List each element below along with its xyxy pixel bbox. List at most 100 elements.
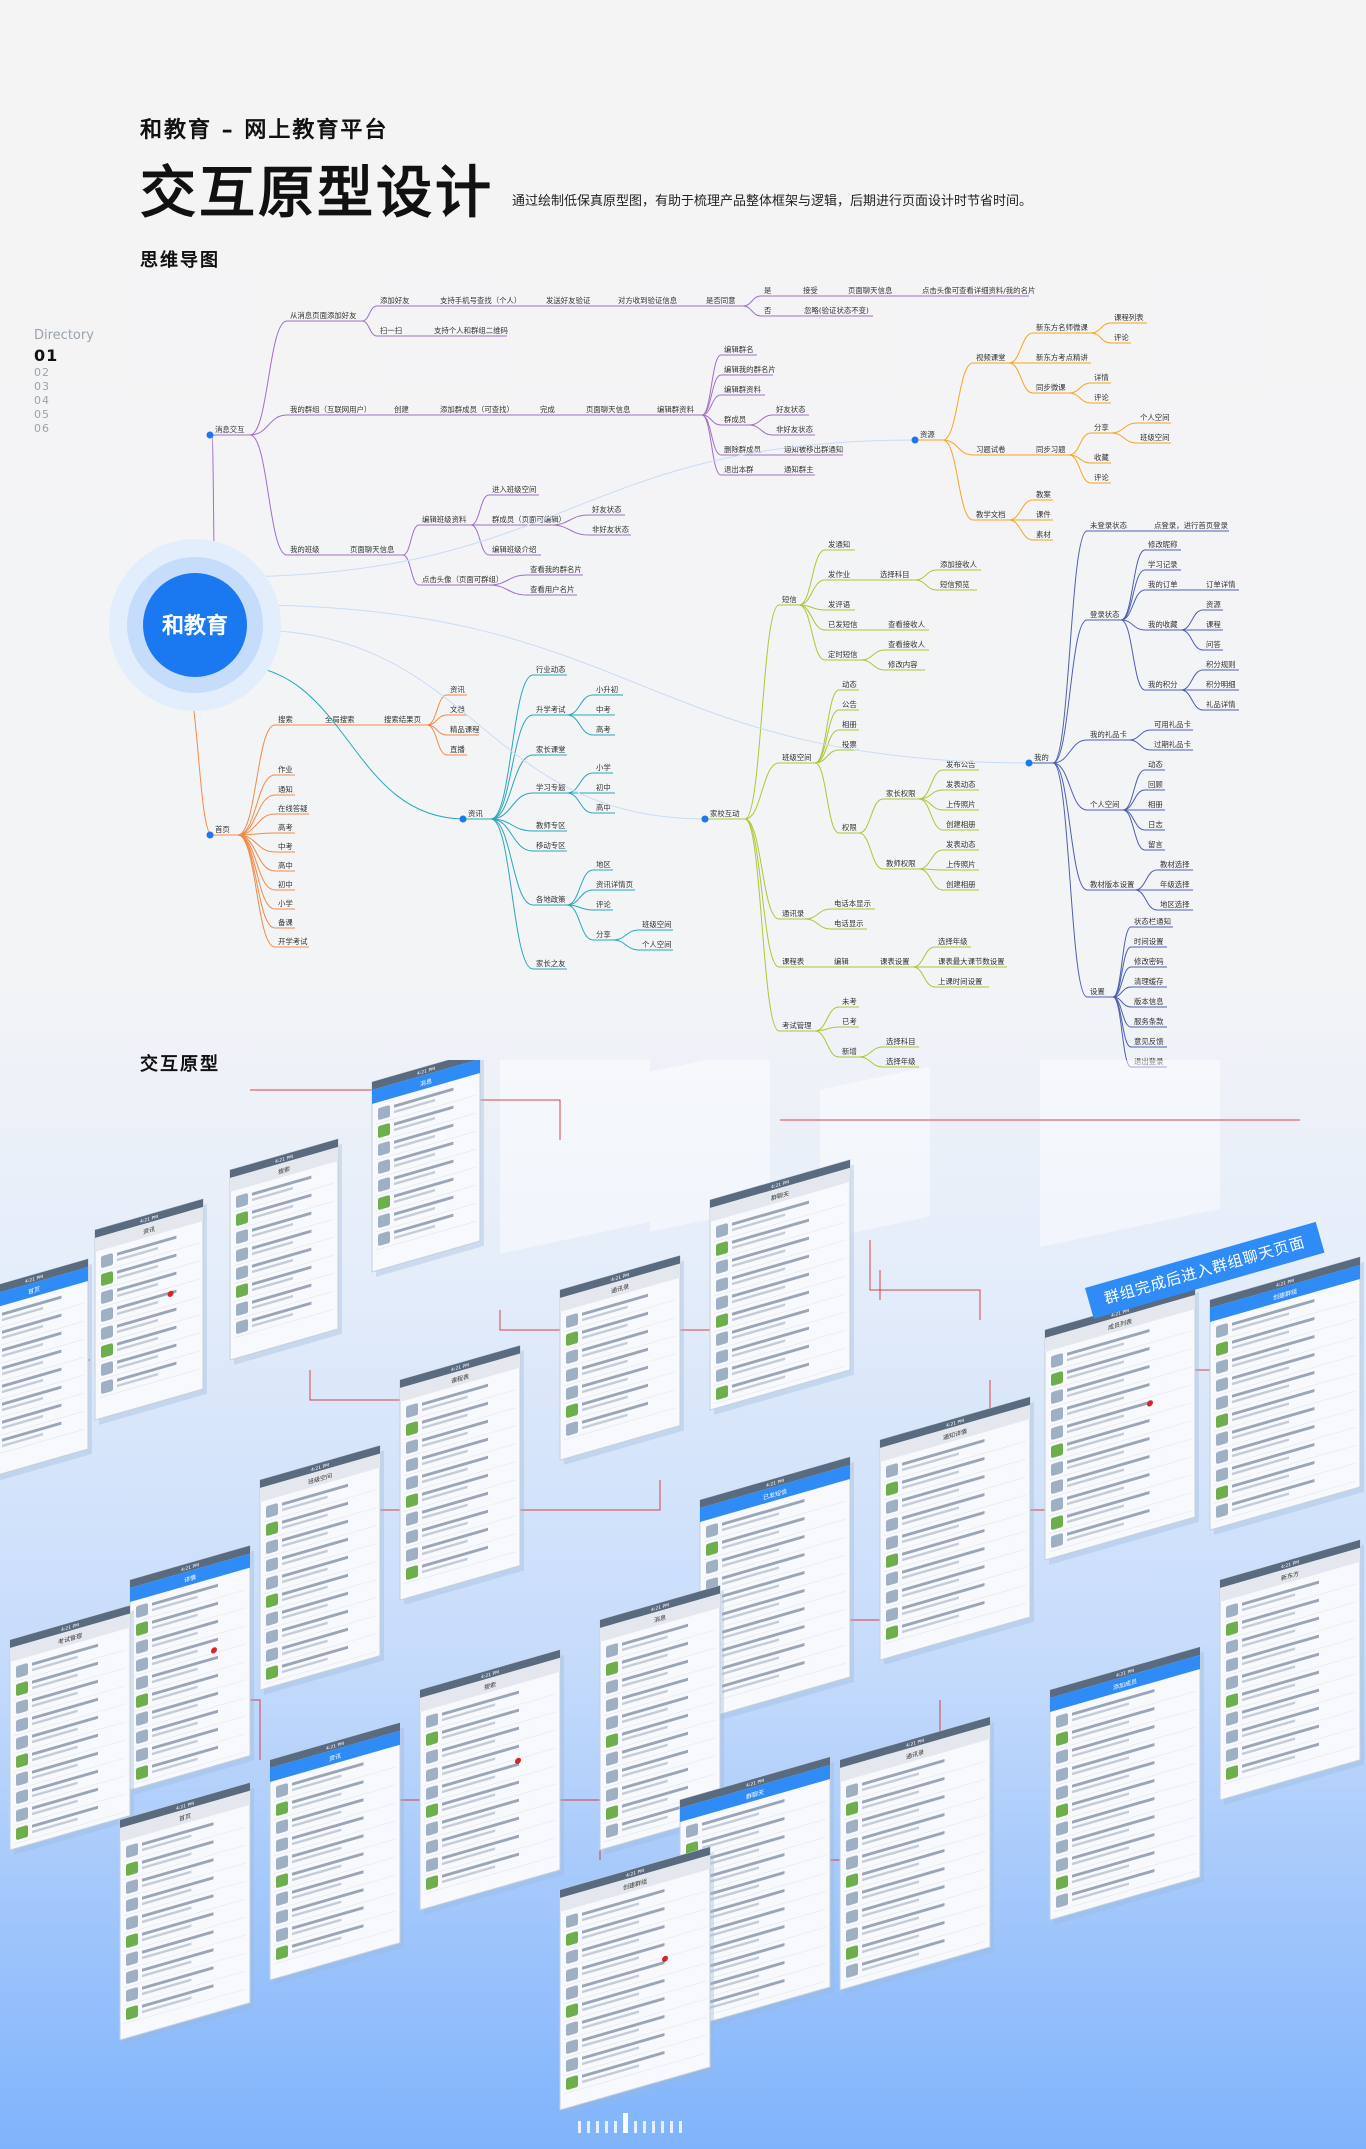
mindmap-link	[912, 946, 936, 968]
list-item-line	[1232, 1420, 1289, 1440]
pager-tick[interactable]	[587, 2121, 590, 2133]
mindmap-node-g1: 编辑群名	[724, 345, 754, 354]
list-item-line	[422, 1449, 468, 1466]
screen-title: 首页	[179, 1812, 191, 1823]
list-item-thumbnail	[606, 1751, 618, 1766]
list-item-line	[142, 1930, 214, 1954]
list-divider	[404, 1389, 516, 1423]
status-bar	[372, 1060, 480, 1090]
list-divider	[234, 1182, 334, 1213]
mindmap-link	[701, 414, 722, 456]
mindmap-node-n7b: 资讯详情页	[596, 880, 633, 889]
page-indicator[interactable]	[578, 2113, 788, 2133]
directory-item-05[interactable]: 05	[34, 408, 50, 421]
list-item-line	[1072, 1869, 1155, 1896]
directory-item-06[interactable]: 06	[34, 422, 50, 435]
mindmap-link	[237, 724, 276, 836]
mindmap-link	[402, 554, 420, 586]
list-item-line	[902, 1565, 985, 1592]
list-divider	[14, 1775, 126, 1809]
list-divider	[1049, 1348, 1191, 1391]
list-item-line	[142, 1984, 214, 2008]
status-bar	[0, 1259, 88, 1298]
list-item-line	[292, 1900, 342, 1918]
list-item-line	[732, 1267, 786, 1286]
list-item-line	[117, 1271, 177, 1292]
list-item-thumbnail	[1216, 1413, 1228, 1428]
list-item-line	[582, 1902, 639, 1922]
pager-tick[interactable]	[605, 2121, 608, 2133]
status-bar	[260, 1445, 380, 1488]
list-item-line	[862, 1939, 945, 1966]
list-divider	[264, 1633, 376, 1667]
mindmap-node-m4b: 回顾	[1148, 780, 1163, 789]
list-item-line	[622, 1713, 688, 1736]
list-item-line	[1072, 1779, 1155, 1806]
pager-tick[interactable]	[670, 2121, 673, 2133]
list-divider	[14, 1739, 126, 1773]
list-item-line	[1232, 1317, 1315, 1344]
pager-tick[interactable]	[614, 2121, 617, 2133]
mindmap-node-m6g: 意见反馈	[1134, 1037, 1164, 1046]
directory-item-03[interactable]: 03	[34, 380, 50, 393]
list-item-line	[732, 1236, 809, 1262]
pager-tick[interactable]	[652, 2121, 655, 2133]
status-time: 4:21 PM	[181, 1562, 199, 1573]
pager-tick[interactable]	[643, 2121, 646, 2133]
list-divider	[884, 1584, 1026, 1627]
directory-item-02[interactable]: 02	[34, 366, 50, 379]
status-time: 4:21 PM	[946, 1418, 964, 1429]
mindmap-node-m4d: 日志	[1148, 820, 1163, 829]
mindmap-link	[1120, 619, 1146, 691]
list-divider	[264, 1651, 376, 1685]
list-divider	[376, 1130, 476, 1161]
pager-tick[interactable]	[679, 2121, 682, 2133]
list-divider	[1214, 1300, 1356, 1343]
mindmap-node-m2d: 我的收藏	[1148, 620, 1178, 629]
list-item-thumbnail	[126, 1915, 138, 1930]
list-item-line	[1067, 1486, 1124, 1506]
mindmap-link	[1120, 589, 1146, 621]
list-item-line	[442, 1793, 496, 1812]
list-item-thumbnail	[378, 1123, 390, 1138]
list-divider	[564, 1890, 706, 1933]
mindmap-link	[361, 320, 378, 337]
pager-tick[interactable]	[578, 2121, 581, 2133]
list-item-line	[2, 1403, 62, 1424]
mindmap-link	[942, 439, 974, 521]
list-item-line	[32, 1799, 78, 1816]
directory-item-04[interactable]: 04	[34, 394, 50, 407]
pager-tick[interactable]	[634, 2121, 637, 2133]
mindmap-node-s1: 短信	[782, 595, 797, 604]
pager-tick[interactable]	[661, 2121, 664, 2133]
mindmap-node-h10: 开学考试	[278, 937, 308, 946]
mindmap-node-m2e1: 积分规则	[1206, 660, 1236, 669]
list-item-line	[282, 1645, 348, 1668]
mindmap-node-m6a: 状态栏通知	[1134, 917, 1171, 926]
pager-tick[interactable]	[623, 2113, 628, 2133]
list-item-line	[702, 1871, 785, 1898]
list-divider	[14, 1811, 126, 1845]
mindmap-link	[798, 604, 826, 631]
list-item-line	[622, 1803, 688, 1826]
mindmap-link	[237, 774, 276, 836]
list-divider	[99, 1296, 199, 1327]
directory-item-01[interactable]: 01	[34, 346, 59, 365]
list-divider	[714, 1329, 846, 1369]
list-item-thumbnail	[1226, 1639, 1238, 1654]
list-item-line	[902, 1475, 985, 1502]
pager-tick[interactable]	[596, 2121, 599, 2133]
list-item-thumbnail	[1051, 1497, 1063, 1512]
list-item-line	[702, 1866, 759, 1886]
list-item-thumbnail	[276, 1891, 288, 1906]
list-item-thumbnail	[426, 1767, 438, 1782]
list-item-thumbnail	[426, 1749, 438, 1764]
mindmap-link	[1120, 549, 1146, 621]
list-item-line	[732, 1285, 786, 1304]
list-divider	[844, 1940, 986, 1983]
status-time: 4:21 PM	[1116, 1668, 1134, 1679]
list-item-thumbnail	[136, 1603, 148, 1618]
list-divider	[134, 1697, 246, 1731]
list-item-thumbnail	[1216, 1467, 1228, 1482]
